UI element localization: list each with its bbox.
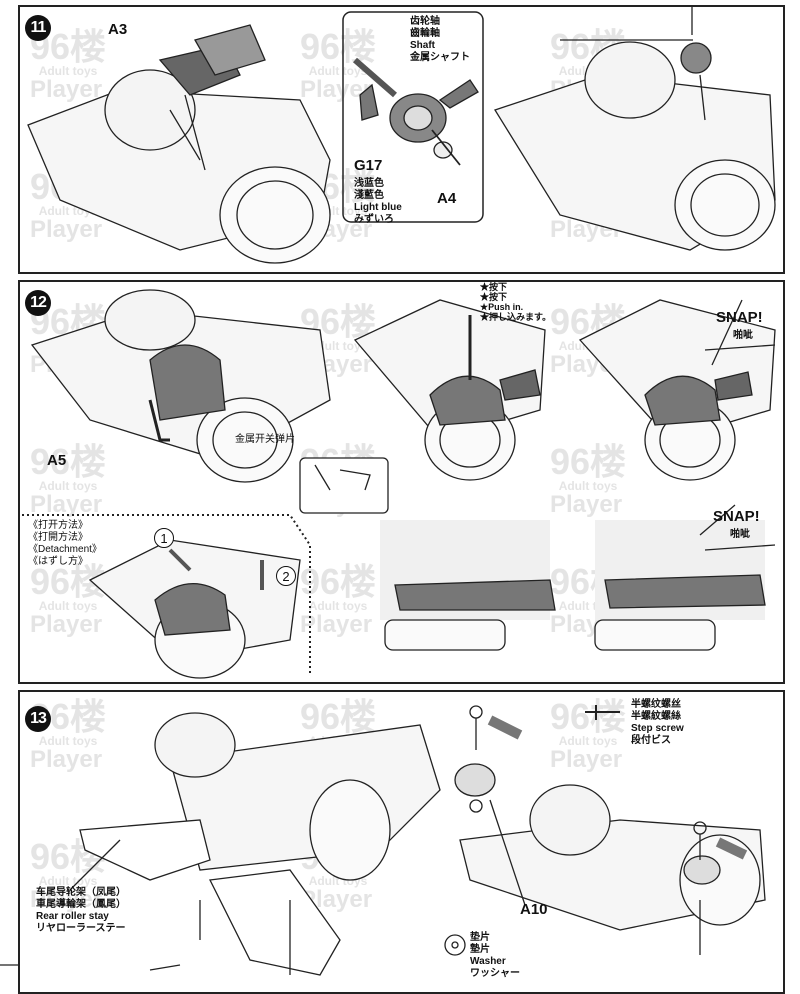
screw-label-tw: 半螺紋螺絲	[631, 711, 681, 722]
part-label-a4: A4	[437, 190, 457, 207]
shaft-label-en: Shaft	[410, 40, 435, 51]
screw-label-cn: 半螺纹螺丝	[631, 699, 681, 710]
washer-label-jp: ワッシャー	[470, 968, 520, 979]
detach-label-cn: 《打开方法》	[28, 520, 88, 531]
snap-label-top: SNAP!	[716, 309, 763, 326]
push-label-tw: ★按下	[480, 292, 508, 302]
gear-color-labels: 浅蓝色 淺藍色 Light blue みずいろ	[354, 178, 402, 226]
washer-label-en: Washer	[470, 956, 506, 967]
shaft-label-jp: 金属シャフト	[410, 52, 470, 63]
push-label-en: ★Push in.	[480, 302, 524, 312]
rear-roller-stay-labels: 车尾导轮架（凤尾） 車尾導輪架（鳳尾） Rear roller stay リヤロ…	[36, 887, 126, 935]
detachment-labels: 《打开方法》 《打開方法》 《Detachment》 《はずし方》	[28, 520, 102, 568]
gear-color-cn: 浅蓝色	[354, 178, 384, 189]
washer-labels: 垫片 墊片 Washer ワッシャー	[470, 932, 520, 980]
detach-label-en: 《Detachment》	[28, 544, 102, 555]
step-12-badge: 12	[25, 290, 51, 316]
stay-label-en: Rear roller stay	[36, 911, 109, 922]
gear-color-en: Light blue	[354, 202, 402, 213]
stay-label-cn: 车尾导轮架（凤尾）	[36, 887, 126, 898]
gear-color-jp: みずいろ	[354, 214, 394, 225]
gear-color-tw: 淺藍色	[354, 190, 384, 201]
push-label-cn: ★按下	[480, 282, 508, 292]
washer-label-cn: 垫片	[470, 932, 490, 943]
detach-step-1: 1	[154, 528, 174, 548]
step-11-badge: 11	[25, 15, 51, 41]
screw-label-en: Step screw	[631, 723, 684, 734]
snap-cn-top: 啪呲	[733, 330, 753, 341]
metal-switch-label: 金属开关弹片	[235, 434, 295, 445]
detach-label-jp: 《はずし方》	[28, 556, 88, 567]
stay-label-jp: リヤローラーステー	[36, 923, 126, 934]
part-label-a3: A3	[108, 21, 128, 38]
stay-label-tw: 車尾導輪架（鳳尾）	[36, 899, 126, 910]
detach-label-tw: 《打開方法》	[28, 532, 88, 543]
washer-label-tw: 墊片	[470, 944, 490, 955]
shaft-label-cn: 齿轮轴	[410, 16, 440, 27]
part-label-a10: A10	[520, 901, 548, 918]
snap-label-bottom: SNAP!	[713, 508, 760, 525]
snap-cn-bottom: 啪呲	[730, 529, 750, 540]
push-in-labels: ★按下 ★按下 ★Push in. ★押し込みます。	[480, 282, 551, 322]
shaft-labels: 齿轮轴 齒輪軸 Shaft 金属シャフト	[410, 16, 470, 64]
part-label-a5: A5	[47, 452, 67, 469]
step-13-badge: 13	[25, 706, 51, 732]
screw-label-jp: 段付ビス	[631, 735, 671, 746]
detach-step-2: 2	[276, 566, 296, 586]
shaft-label-tw: 齒輪軸	[410, 28, 440, 39]
step-screw-labels: 半螺纹螺丝 半螺紋螺絲 Step screw 段付ビス	[631, 699, 684, 747]
push-label-jp: ★押し込みます。	[480, 312, 552, 322]
gear-code-g17: G17	[354, 157, 383, 174]
